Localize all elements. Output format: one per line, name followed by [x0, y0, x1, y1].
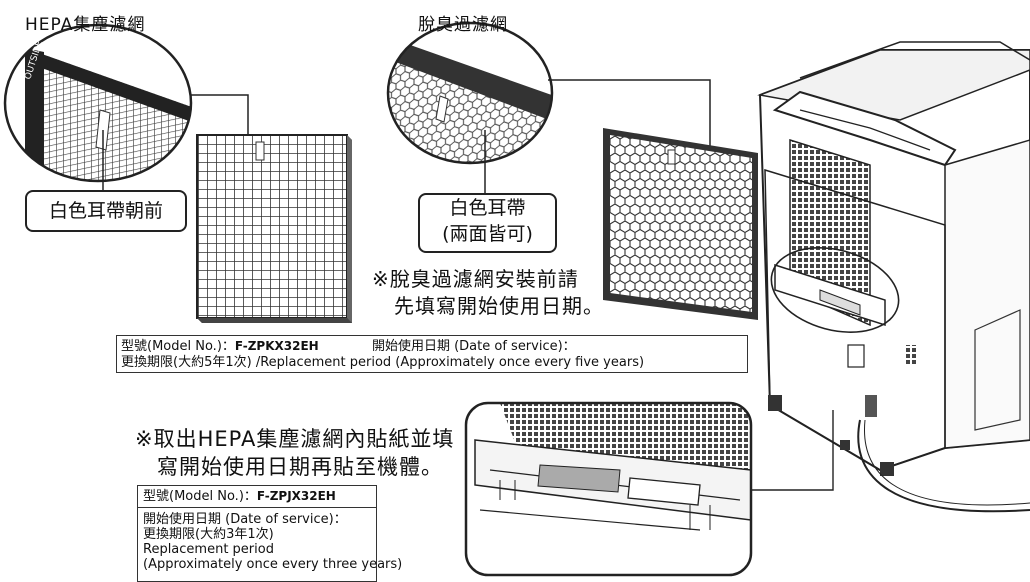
deodorizing-filter-illustration	[603, 128, 758, 320]
hepa-model-number: F-ZPJX32EH	[256, 489, 336, 503]
hepa-model-row: 型號(Model No.)：F-ZPJX32EH	[138, 486, 376, 508]
hepa-zoom-leader	[190, 94, 249, 134]
hepa-date-of-service: 開始使用日期 (Date of service)：	[143, 512, 347, 527]
deodorizing-zoom-leader	[548, 79, 711, 150]
deodorizing-zoom-circle	[386, 21, 554, 165]
deodorizing-replacement-period: 更換期限(大約5年1次) /Replacement period (Approx…	[121, 355, 645, 370]
hepa-note: ※取出HEPA集塵濾網內貼紙並填 寫開始使用日期再貼至機體。	[135, 425, 454, 481]
deodorizing-note-line2: 先填寫開始使用日期。	[394, 294, 604, 318]
deodorizing-model-prefix: 型號(Model No.)：	[121, 339, 235, 354]
deodorizing-note-line1: ※脫臭過濾網安裝前請	[372, 267, 579, 291]
hepa-service-label: 型號(Model No.)：F-ZPJX32EH 開始使用日期 (Date of…	[137, 485, 403, 582]
deodorizing-callout: 白色耳帶 (兩面皆可)	[418, 193, 557, 253]
hepa-zoom-circle: OUTSIDE	[3, 23, 193, 183]
label-location-zoom	[464, 401, 753, 577]
deodorizing-date-of-service: 開始使用日期 (Date of service)：	[371, 339, 576, 354]
deodorizing-service-label: 型號(Model No.)：F-ZPKX32EH 開始使用日期 (Date of…	[116, 335, 748, 373]
hepa-note-line1: ※取出HEPA集塵濾網內貼紙並填	[135, 427, 455, 451]
dehumidifier-illustration	[752, 41, 1030, 513]
hepa-replacement-en2: (Approximately once every three years)	[143, 557, 403, 572]
deodorizing-note: ※脫臭過濾網安裝前請 先填寫開始使用日期。	[372, 266, 604, 320]
hepa-replacement-cn: 更換期限(大約3年1次)	[143, 527, 274, 542]
hepa-note-line2: 寫開始使用日期再貼至機體。	[157, 455, 443, 479]
hepa-model-prefix: 型號(Model No.)：	[143, 489, 257, 504]
hepa-filter-title: HEPA集塵濾網	[25, 15, 146, 35]
hepa-callout-text: 白色耳帶朝前	[48, 200, 163, 222]
deodorizing-callout-line1: 白色耳帶	[449, 197, 526, 219]
deodorizing-callout-line2: (兩面皆可)	[442, 223, 533, 245]
hepa-filter-illustration	[196, 134, 352, 323]
deodorizing-model-number: F-ZPKX32EH	[234, 339, 319, 353]
hepa-callout: 白色耳帶朝前	[25, 190, 187, 232]
hepa-replacement-en1: Replacement period	[143, 542, 274, 557]
deodorizing-filter-title: 脫臭過濾網	[418, 15, 508, 35]
